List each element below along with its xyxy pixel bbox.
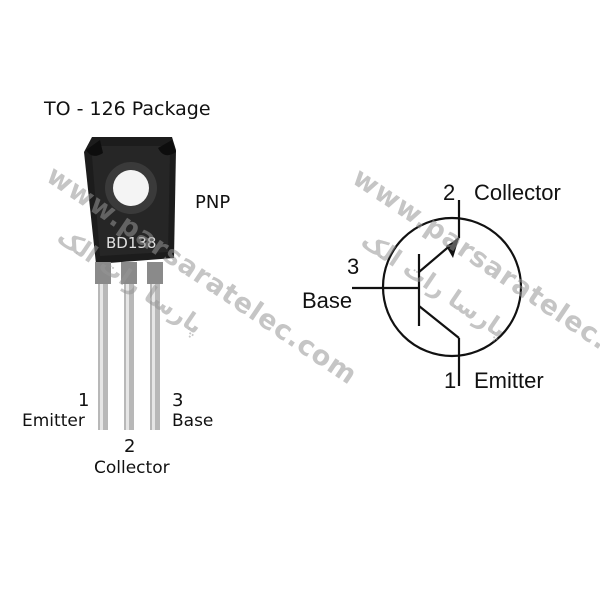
pin-3-name: Base — [172, 411, 214, 431]
base-pin-number: 3 — [347, 254, 360, 279]
base-label: Base — [302, 288, 353, 313]
pnp-arrow — [446, 238, 459, 258]
pin-2-name: Collector — [94, 458, 170, 478]
emitter-pin-number: 1 — [444, 368, 457, 393]
emitter-label: Emitter — [474, 368, 544, 393]
polarity-label: PNP — [195, 192, 231, 213]
pin-2-number: 2 — [124, 436, 136, 457]
to126-package-illustration: BD138 — [84, 137, 176, 430]
emitter-diagonal — [418, 305, 460, 339]
collector-pin-number: 2 — [443, 180, 456, 205]
part-marking: BD138 — [106, 234, 156, 252]
package-title: TO - 126 Package — [44, 98, 211, 120]
pin-3-number: 3 — [172, 390, 184, 411]
pin-1-name: Emitter — [22, 411, 85, 431]
pnp-transistor-symbol — [352, 200, 523, 386]
pin-1-number: 1 — [78, 390, 90, 411]
collector-label: Collector — [474, 180, 561, 205]
